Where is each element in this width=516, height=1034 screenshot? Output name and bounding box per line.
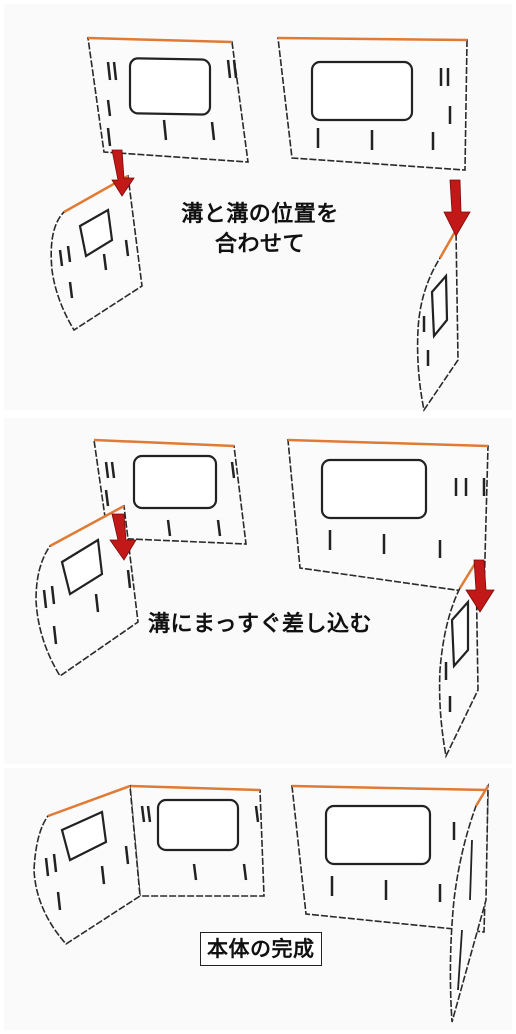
step-3-caption: 本体の完成 [200,932,322,966]
arrow-down-icon [465,559,495,613]
step-2-right-board [287,438,489,595]
step-1-left-board [87,36,249,163]
step-2-caption: 溝にまっすぐ差し込む [147,612,373,637]
step-1-right-side-piece [416,227,459,413]
step-3-left-assembly [33,784,265,946]
step-1-left-side-piece [50,174,143,332]
step-2-right-side-piece [438,559,479,759]
step-3-right-assembly [291,783,490,1023]
arrow-down-icon [109,513,137,561]
arrow-down-icon [111,149,135,197]
step-1-right-board [277,36,468,171]
arrow-down-icon [443,179,471,237]
step-1-caption: 溝と溝の位置を 合わせて [150,200,370,260]
step-2-left-board [93,438,247,545]
step-1-caption-line-2: 合わせて [214,232,305,257]
step-2-left-side-piece [35,504,139,678]
step-1-caption-line-1: 溝と溝の位置を [181,202,339,227]
